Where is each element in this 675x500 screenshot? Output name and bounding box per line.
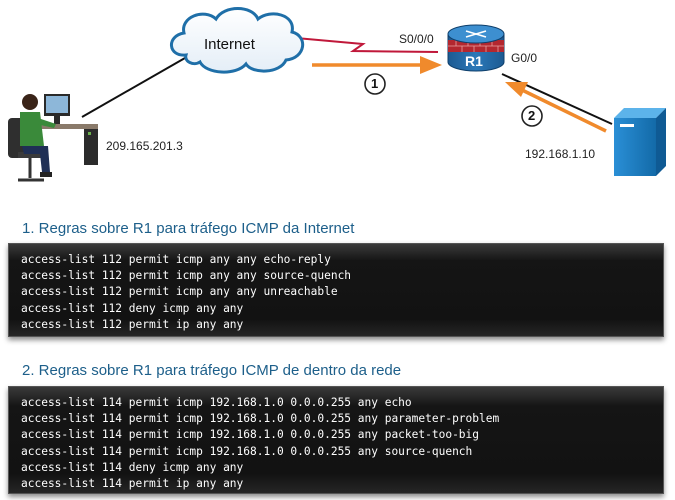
step-2-marker xyxy=(521,105,543,127)
pc-internet-link xyxy=(81,57,186,118)
pc-user-icon xyxy=(8,94,98,182)
arrow-server-to-router xyxy=(505,82,607,133)
acl-112-code-block: access-list 112 permit icmp any any echo… xyxy=(8,243,664,337)
server-icon xyxy=(614,108,666,176)
acl-line: access-list 114 permit icmp 192.168.1.0 … xyxy=(21,428,480,442)
acl-line: access-list 114 permit icmp 192.168.1.0 … xyxy=(21,412,500,426)
acl-line: access-list 112 deny icmp any any xyxy=(21,301,244,315)
server-ip-label: 192.168.1.10 xyxy=(525,147,596,161)
acl-line: access-list 114 permit icmp 192.168.1.0 … xyxy=(21,444,473,458)
acl-line: access-list 112 permit icmp any any echo… xyxy=(21,253,331,266)
network-topology-diagram: Internet R1 S0/0/0 G0/0 209.165.201.3 19… xyxy=(0,0,675,210)
internet-cloud-icon xyxy=(170,7,304,74)
serial-link xyxy=(295,37,439,53)
step-1-label: 1 xyxy=(371,76,379,91)
arrow-internet-to-router xyxy=(312,56,442,74)
acl-114-code-block: access-list 114 permit icmp 192.168.1.0 … xyxy=(8,386,664,494)
acl-line: access-list 112 permit icmp any any unre… xyxy=(21,285,338,299)
acl-line: access-list 114 permit icmp 192.168.1.0 … xyxy=(21,396,412,409)
internet-cloud-label: Internet xyxy=(204,36,255,53)
acl-line: access-list 112 permit icmp any any sour… xyxy=(21,269,352,283)
router-r1-icon xyxy=(447,24,505,72)
router-server-link xyxy=(501,73,613,125)
router-label: R1 xyxy=(465,53,483,69)
gig-interface-label: G0/0 xyxy=(511,51,538,65)
section-2-title: 2. Regras sobre R1 para tráfego ICMP de … xyxy=(22,362,402,379)
pc-ip-label: 209.165.201.3 xyxy=(106,139,183,153)
acl-line: access-list 114 deny icmp any any xyxy=(21,460,244,474)
topology-svg xyxy=(8,7,666,182)
section-1-title: 1. Regras sobre R1 para tráfego ICMP da … xyxy=(22,220,355,237)
step-1-marker xyxy=(364,73,386,95)
acl-line: access-list 112 permit ip any any xyxy=(21,317,244,331)
serial-interface-label: S0/0/0 xyxy=(399,32,434,46)
acl-line: access-list 114 permit ip any any xyxy=(21,477,244,491)
step-2-label: 2 xyxy=(528,108,536,123)
